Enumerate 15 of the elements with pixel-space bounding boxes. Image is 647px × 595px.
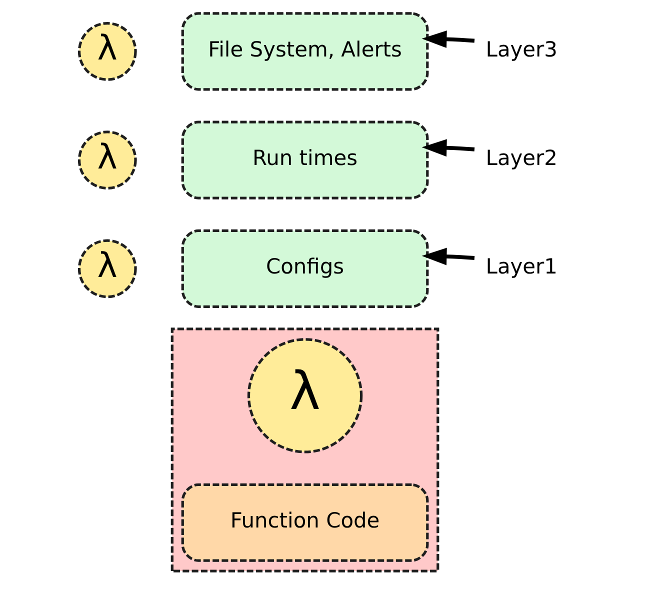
node-text: Layer1 [485,254,557,279]
arrow [421,30,474,48]
node-circle: λ [77,239,136,298]
node-box: File System, Alerts [180,12,428,91]
node-circle: λ [77,130,136,190]
arrow [421,248,474,266]
node-circle: λ [77,22,136,81]
node-box: Run times [180,120,428,200]
node-box: Configs [180,229,428,308]
node-circle: λ [246,338,362,454]
arrow [421,139,474,157]
node-text: Layer2 [485,146,557,170]
node-text: Layer3 [485,37,557,62]
cluster [170,328,439,572]
node-box: Function Code [180,483,428,562]
